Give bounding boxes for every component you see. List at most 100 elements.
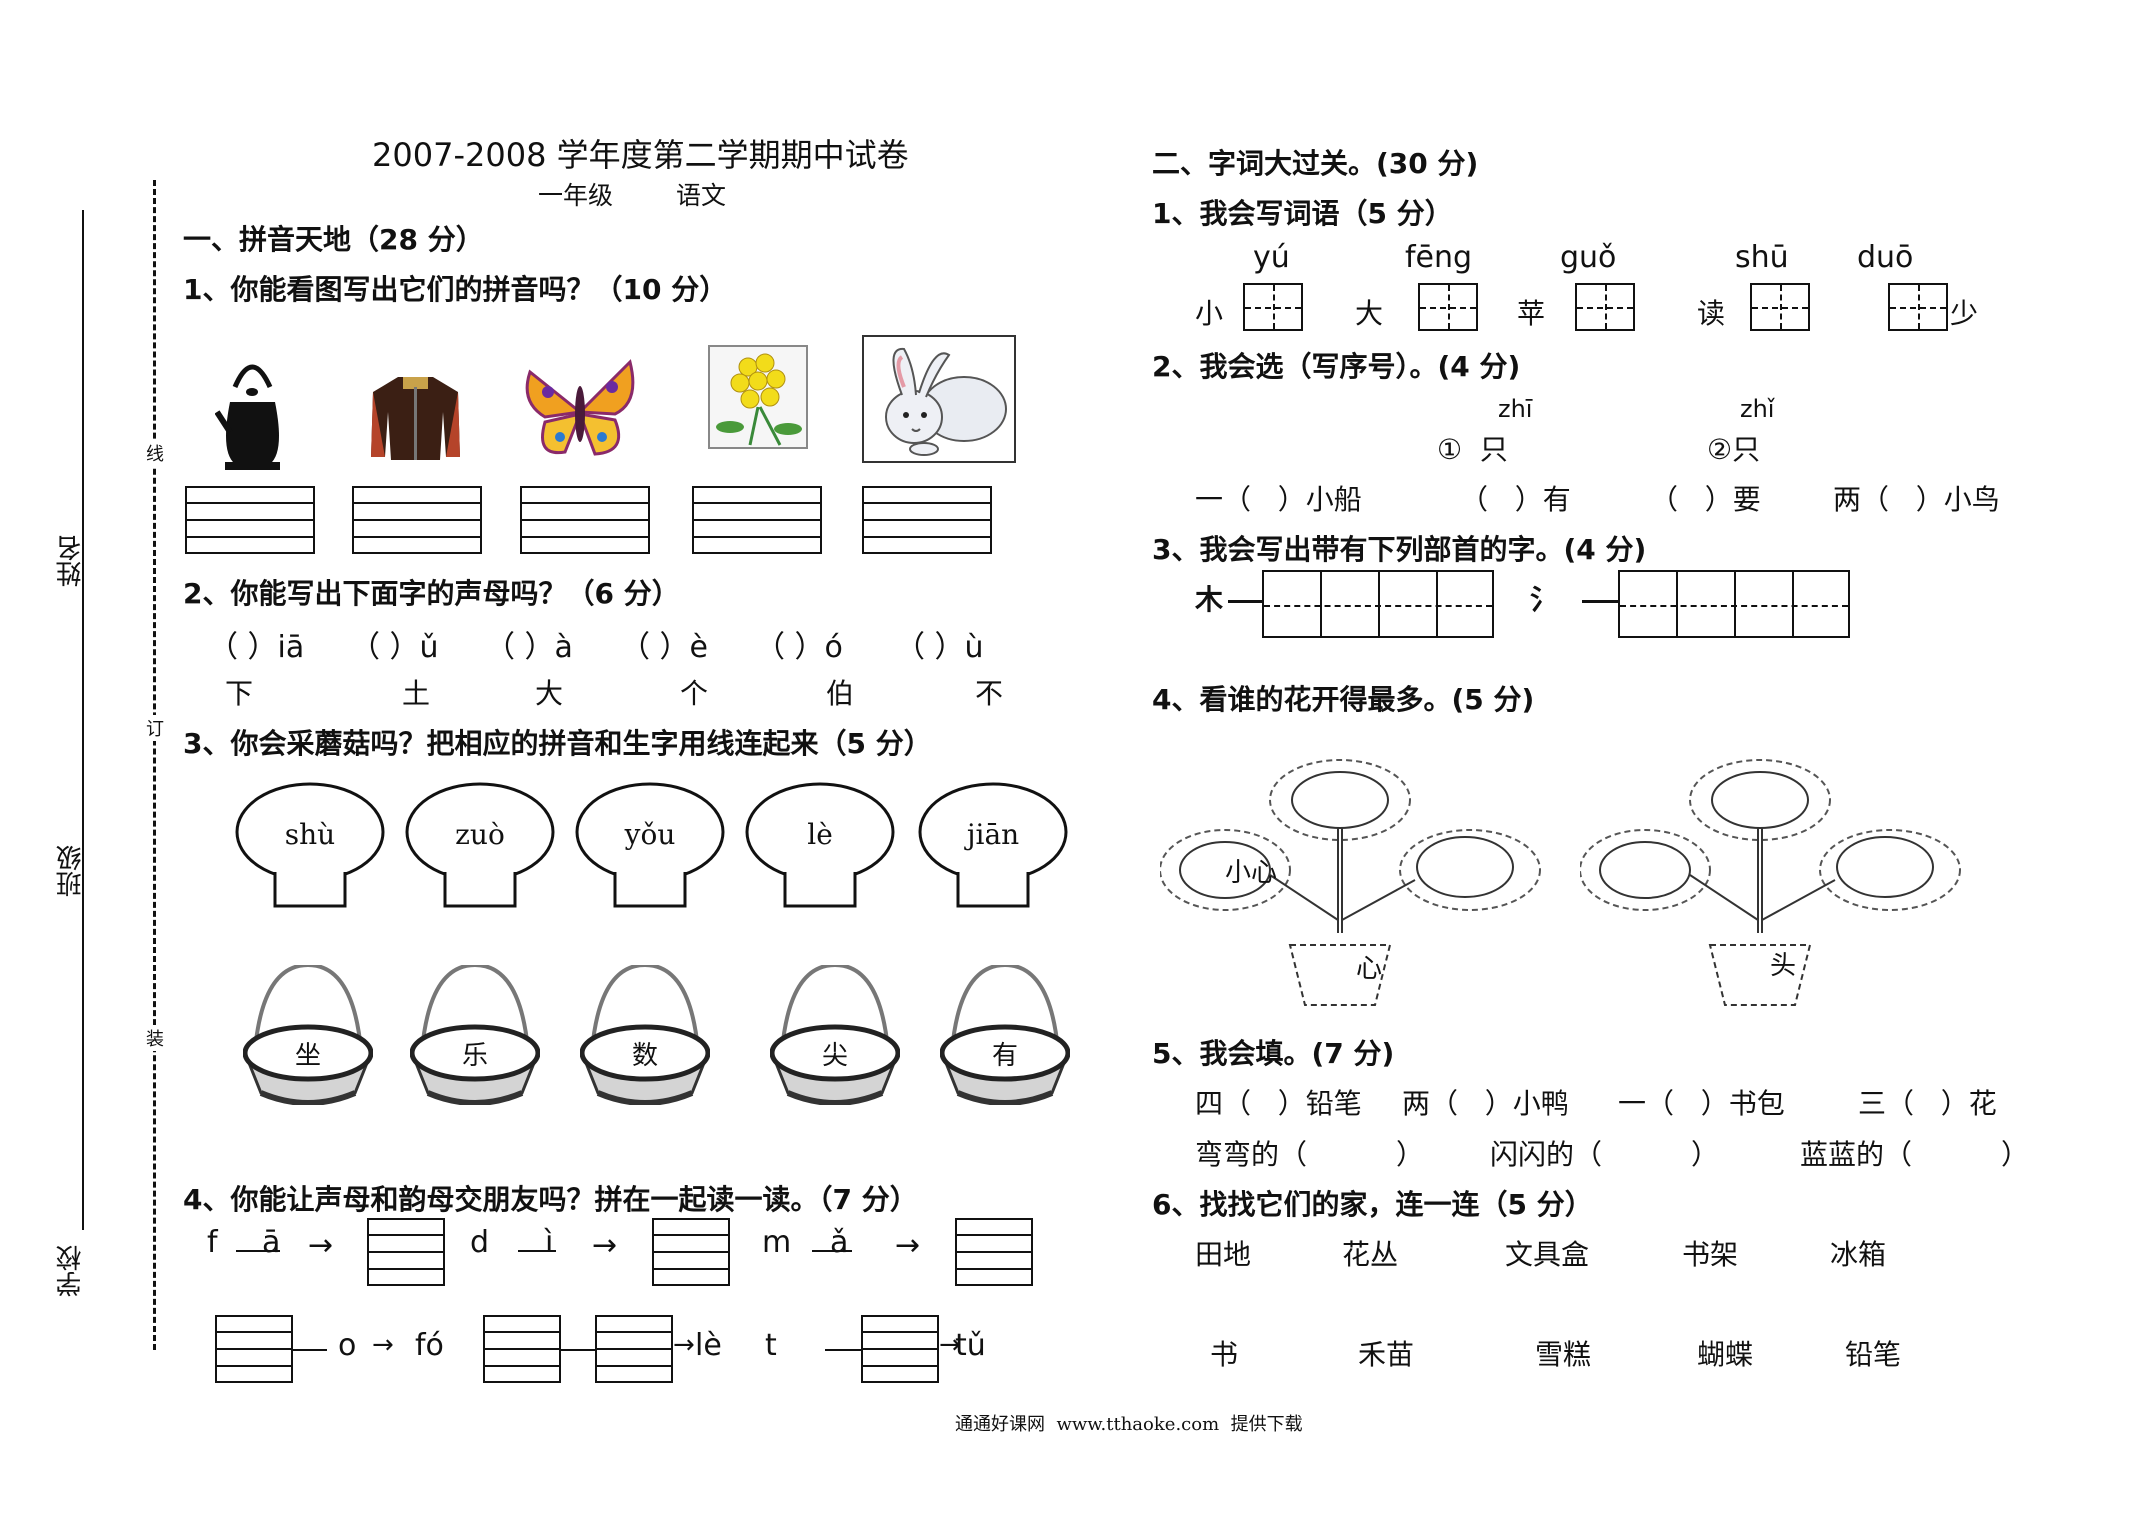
s2-q2-heading: 2、我会选（写序号）。(4 分): [1152, 350, 1521, 383]
fill-item-2[interactable]: 两（ ）小鸭: [1402, 1087, 1569, 1120]
flower2-pot-label: 头: [1770, 951, 1797, 981]
s1-q3-heading: 3、你会采蘑菇吗？把相应的拼音和生字用线连起来（5 分）: [183, 727, 932, 760]
basket-char: 尖: [821, 1041, 848, 1071]
home-item-3[interactable]: 文具盒: [1505, 1238, 1590, 1271]
home-item-2[interactable]: 花丛: [1342, 1238, 1399, 1271]
radical-mu: 木: [1195, 583, 1224, 616]
s2-q5-heading: 5、我会填。(7 分): [1152, 1037, 1395, 1070]
word-grid-1[interactable]: [1243, 283, 1303, 331]
fill-item-5[interactable]: 弯弯的（ ）: [1195, 1138, 1425, 1171]
flower-pot-1[interactable]: [1160, 755, 1560, 1015]
footer-credit: 通通好课网 www.tthaoke.com 提供下载: [955, 1414, 1303, 1435]
flower-pot-2[interactable]: [1580, 755, 1980, 1015]
binding-name-label: 姓名: [56, 535, 86, 587]
home-item-5[interactable]: 冰箱: [1830, 1238, 1887, 1271]
word-pinyin-5: duō: [1857, 240, 1914, 275]
thing-item-4[interactable]: 蝴蝶: [1697, 1338, 1754, 1371]
thing-item-3[interactable]: 雪糕: [1535, 1338, 1592, 1371]
teapot-image: [215, 364, 280, 470]
binding-class-label: 班级: [56, 845, 86, 897]
initial-blank-3[interactable]: （ ）à: [485, 630, 573, 665]
pinyin-writing-box-4[interactable]: [692, 486, 822, 554]
word-suffix-5: 少: [1950, 297, 1979, 330]
q4-answer-box-4[interactable]: [215, 1315, 293, 1383]
fill-item-3[interactable]: 一（ ）书包: [1618, 1087, 1785, 1120]
option-2: ②只: [1707, 433, 1761, 466]
word-grid-5[interactable]: [1888, 283, 1948, 331]
butterfly-image: [525, 359, 635, 456]
word-prefix-1: 小: [1195, 297, 1224, 330]
q4-t: t: [765, 1328, 777, 1363]
mushroom-3[interactable]: yǒu: [575, 780, 725, 910]
arrow-icon: →: [895, 1228, 921, 1263]
initial-blank-4[interactable]: （ ）è: [620, 630, 708, 665]
arrow-icon: →: [939, 1330, 961, 1360]
arrow-icon: →: [308, 1228, 334, 1263]
char-4: 个: [680, 677, 709, 710]
select-item-1[interactable]: 一（ ）小船: [1195, 483, 1362, 516]
select-item-3[interactable]: （ ）要: [1650, 483, 1761, 516]
q4-le: lè: [695, 1328, 722, 1363]
initial-blank-5[interactable]: （ ）ó: [755, 630, 843, 665]
mushroom-2[interactable]: zuò: [405, 780, 555, 910]
jacket-image: [371, 377, 460, 460]
home-item-1[interactable]: 田地: [1195, 1238, 1252, 1271]
binding-solid-line: [82, 210, 84, 1230]
flower1-pot-label: 心: [1356, 954, 1383, 984]
char-5: 伯: [826, 677, 855, 710]
pinyin-writing-box-3[interactable]: [520, 486, 650, 554]
grade-label: 一年级: [538, 181, 614, 210]
basket-char: 乐: [461, 1041, 488, 1071]
basket-1[interactable]: 坐: [243, 965, 373, 1105]
word-pinyin-4: shū: [1735, 240, 1789, 275]
q4-answer-box-2[interactable]: [652, 1218, 730, 1286]
option-1: ① 只: [1437, 433, 1508, 466]
q4-answer-box-1[interactable]: [367, 1218, 445, 1286]
subject-label: 语文: [676, 181, 727, 210]
word-grid-3[interactable]: [1575, 283, 1635, 331]
binding-dashed-line: [153, 180, 156, 1350]
s2-q3-heading: 3、我会写出带有下列部首的字。(4 分): [1152, 533, 1647, 566]
s2-q6-heading: 6、找找它们的家，连一连（5 分）: [1152, 1188, 1593, 1221]
basket-3[interactable]: 数: [580, 965, 710, 1105]
thing-item-1[interactable]: 书: [1210, 1338, 1239, 1371]
initial-blank-1[interactable]: （ ）iā: [208, 630, 305, 665]
word-grid-2[interactable]: [1418, 283, 1478, 331]
binding-school-label: 学校: [56, 1245, 86, 1297]
home-item-4[interactable]: 书架: [1682, 1238, 1739, 1271]
fill-item-1[interactable]: 四（ ）铅笔: [1195, 1087, 1362, 1120]
s2-q4-heading: 4、看谁的花开得最多。(5 分): [1152, 683, 1535, 716]
thing-item-5[interactable]: 铅笔: [1845, 1338, 1902, 1371]
radical-grid-1[interactable]: [1262, 570, 1494, 638]
q4-answer-box-6[interactable]: [595, 1315, 673, 1383]
mushroom-1[interactable]: shù: [235, 780, 385, 910]
initial-blank-2[interactable]: （ ）ǔ: [350, 630, 439, 665]
q4-stroke: [236, 1250, 280, 1252]
fill-item-7[interactable]: 蓝蓝的（ ）: [1800, 1138, 2030, 1171]
q4-answer-box-5[interactable]: [483, 1315, 561, 1383]
basket-4[interactable]: 尖: [770, 965, 900, 1105]
basket-5[interactable]: 有: [940, 965, 1070, 1105]
s1-q2-heading: 2、你能写出下面字的声母吗？（6 分）: [183, 577, 680, 610]
fill-item-6[interactable]: 闪闪的（ ）: [1490, 1138, 1720, 1171]
q4-answer-box-7[interactable]: [861, 1315, 939, 1383]
mushroom-4[interactable]: lè: [745, 780, 895, 910]
word-grid-4[interactable]: [1750, 283, 1810, 331]
basket-char: 数: [631, 1041, 658, 1071]
initial-blank-6[interactable]: （ ）ù: [895, 630, 984, 665]
q4-answer-box-3[interactable]: [955, 1218, 1033, 1286]
radical-grid-2[interactable]: [1618, 570, 1850, 638]
thing-item-2[interactable]: 禾苗: [1358, 1338, 1415, 1371]
pinyin-writing-box-1[interactable]: [185, 486, 315, 554]
arrow-icon: →: [372, 1330, 394, 1360]
basket-2[interactable]: 乐: [410, 965, 540, 1105]
select-item-2[interactable]: （ ）有: [1460, 483, 1571, 516]
pinyin-writing-box-2[interactable]: [352, 486, 482, 554]
mushroom-pinyin: lè: [807, 818, 833, 851]
select-item-4[interactable]: 两（ ）小鸟: [1833, 483, 2000, 516]
mushroom-pinyin: shù: [284, 818, 336, 851]
pinyin-writing-box-5[interactable]: [862, 486, 992, 554]
fill-item-4[interactable]: 三（ ）花: [1858, 1087, 1997, 1120]
mushroom-5[interactable]: jiān: [918, 780, 1068, 910]
word-pinyin-1: yú: [1253, 240, 1290, 275]
